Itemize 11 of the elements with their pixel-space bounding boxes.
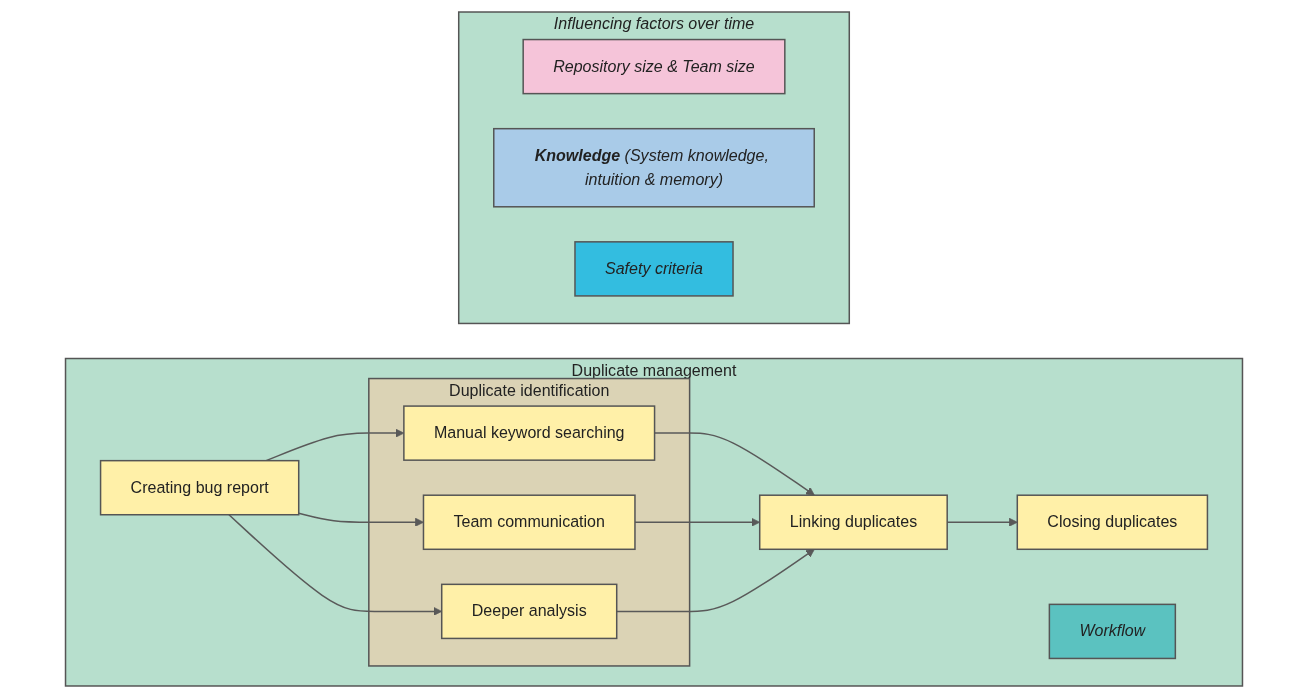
node-box: Manual keyword searching	[402, 405, 655, 461]
node-box: Team communication	[422, 494, 636, 551]
node-box: Linking duplicates	[758, 494, 948, 551]
arrow	[227, 514, 442, 616]
node-box: Repository size & Team size	[521, 38, 786, 95]
node-box: Knowledge (System knowledge, intuition & memory)	[492, 127, 815, 208]
node-box: Creating bug report	[99, 459, 299, 516]
node-box: Workflow	[1048, 603, 1176, 660]
node-box: Safety criteria	[573, 241, 734, 297]
node-box: Deeper analysis	[440, 583, 617, 640]
node-box: Closing duplicates	[1016, 494, 1208, 551]
